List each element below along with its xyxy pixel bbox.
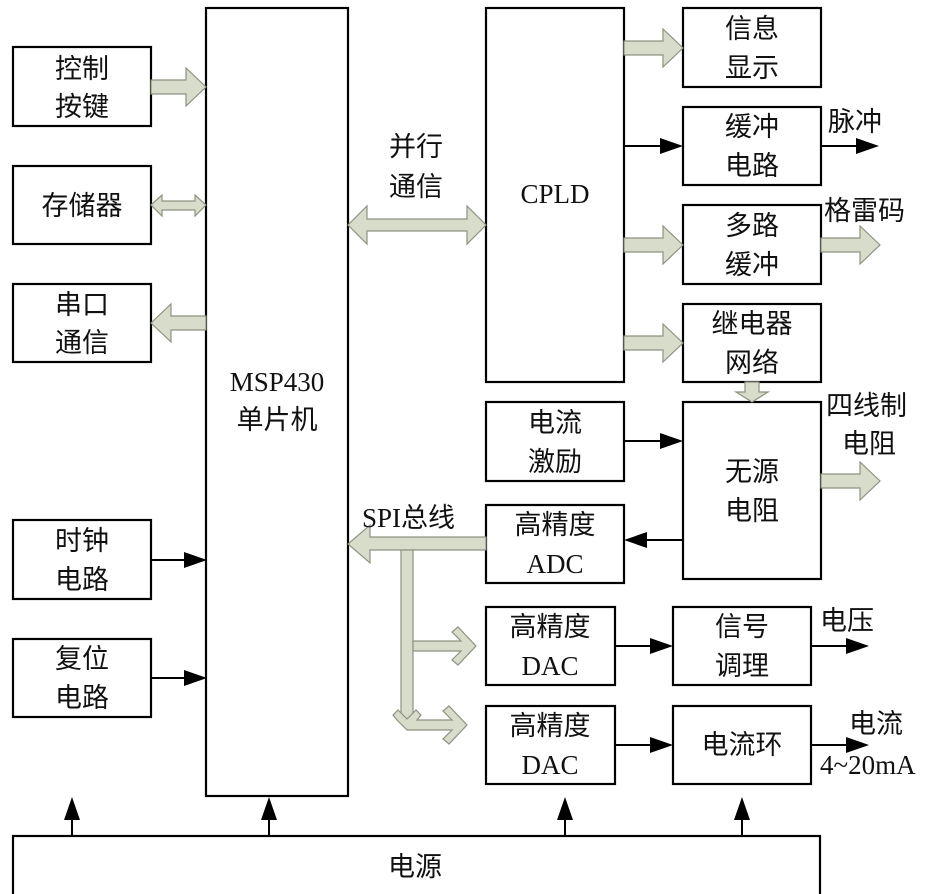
- arrow-dac1-to-conditioning: [615, 638, 673, 654]
- arrow-power-to-dac: [557, 797, 573, 836]
- block-label: 调理: [715, 651, 769, 682]
- block-label: 信息: [725, 14, 779, 45]
- block-label: CPLD: [520, 179, 589, 209]
- block-label: 按键: [55, 92, 109, 123]
- label-pulse: 脉冲: [828, 107, 882, 138]
- block-serial-comm: 串口 通信: [11, 282, 153, 364]
- block-label: 电路: [55, 683, 109, 714]
- block-mcu: MSP430 单片机: [204, 6, 350, 798]
- bus-arrow-control-to-mcu: [150, 66, 207, 108]
- block-reset-circuit: 复位 电路: [11, 637, 153, 719]
- bus-arrow-cpld-to-display: [623, 27, 684, 69]
- block-label: 激励: [528, 447, 582, 478]
- block-label: 继电器: [712, 309, 793, 340]
- bus-arrow-mcu-to-serial: [150, 302, 207, 344]
- block-label: 电流: [528, 408, 582, 439]
- block-label: 电源: [388, 852, 442, 883]
- arrow-pulse-out: [821, 138, 879, 154]
- block-label: DAC: [521, 651, 578, 681]
- arrow-power-to-mcu: [261, 797, 277, 836]
- block-multi-buffer: 多路 缓冲: [681, 203, 823, 286]
- arrow-current-out: [811, 737, 869, 753]
- block-label: 通信: [55, 328, 109, 359]
- block-clock-circuit: 时钟 电路: [11, 518, 153, 601]
- label-four-wire-resistor: 电阻: [842, 429, 896, 460]
- block-label: 高精度: [510, 612, 591, 643]
- bus-arrow-cpld-to-multibuffer: [623, 224, 684, 266]
- block-label: 单片机: [237, 405, 318, 436]
- block-label: 电路: [725, 151, 779, 182]
- block-label: 多路: [725, 211, 779, 242]
- block-label: 电流环: [702, 730, 783, 761]
- block-label: 时钟: [55, 526, 109, 557]
- bus-arrow-spi-to-dac1: [412, 626, 477, 666]
- block-label: 缓冲: [725, 250, 779, 281]
- block-label: 显示: [725, 53, 779, 84]
- block-current-loop: 电流环: [671, 704, 813, 786]
- bus-arrow-spi-main: [347, 523, 487, 565]
- block-label: 网络: [725, 348, 779, 379]
- block-label: 缓冲: [725, 112, 779, 143]
- arrow-power-to-current-loop: [734, 797, 750, 836]
- block-cpld: CPLD: [484, 6, 626, 384]
- block-label: DAC: [521, 750, 578, 780]
- arrow-voltage-out: [811, 638, 869, 654]
- block-memory: 存储器: [11, 164, 153, 246]
- label-current-range: 4~20mA: [820, 750, 916, 780]
- block-current-excitation: 电流 激励: [484, 400, 626, 483]
- label-spi-bus: SPI总线: [362, 503, 455, 533]
- label-gray-code: 格雷码: [824, 196, 905, 227]
- block-relay-network: 继电器 网络: [681, 302, 823, 384]
- label-parallel-comm: 并行: [389, 132, 443, 163]
- bus-arrow-cpld-to-relay: [623, 322, 684, 364]
- label-four-wire-resistor: 四线制: [826, 391, 907, 422]
- block-label: 高精度: [510, 711, 591, 742]
- block-signal-conditioning: 信号 调理: [671, 605, 813, 687]
- block-label: 无源: [725, 457, 779, 488]
- block-label: 复位: [55, 644, 109, 675]
- block-label: ADC: [526, 549, 583, 579]
- block-label: MSP430: [230, 367, 325, 397]
- arrow-reset-to-mcu: [151, 670, 207, 686]
- bus-arrow-spi-to-dac2: [392, 705, 468, 745]
- block-label: 电阻: [725, 496, 779, 527]
- arrow-resistor-to-adc: [624, 532, 683, 548]
- block-adc: 高精度 ADC: [484, 503, 626, 585]
- block-label: 串口: [55, 290, 109, 321]
- bus-arrow-relay-to-resistor: [733, 381, 771, 403]
- block-passive-resistor: 无源 电阻: [681, 400, 823, 581]
- spi-bus-trunk: [400, 549, 414, 721]
- arrow-clock-to-mcu: [151, 552, 207, 568]
- block-label: 电路: [55, 565, 109, 596]
- bus-arrow-memory-mcu: [150, 193, 207, 218]
- arrow-dac2-to-current-loop: [615, 737, 673, 753]
- bus-arrow-parallel-comm: [347, 204, 487, 246]
- block-label: 信号: [715, 612, 769, 643]
- block-power: 电源: [11, 834, 822, 894]
- block-label: 控制: [55, 54, 109, 85]
- arrow-excitation-to-resistor: [624, 433, 683, 449]
- arrow-power-to-left-blocks: [64, 797, 80, 836]
- arrow-cpld-to-buffer: [624, 138, 683, 154]
- block-dac-2: 高精度 DAC: [484, 704, 617, 786]
- bus-arrow-four-wire-out: [820, 460, 881, 502]
- block-info-display: 信息 显示: [681, 6, 823, 89]
- bus-arrow-graycode-out: [820, 224, 881, 266]
- label-voltage: 电压: [820, 606, 874, 637]
- block-label: 存储器: [42, 191, 123, 222]
- label-current-out: 电流: [849, 709, 903, 740]
- label-parallel-comm: 通信: [389, 172, 443, 203]
- block-buffer-circuit: 缓冲 电路: [681, 105, 823, 187]
- block-label: 高精度: [515, 510, 596, 541]
- block-dac-1: 高精度 DAC: [484, 605, 617, 687]
- block-control-keys: 控制 按键: [11, 45, 153, 128]
